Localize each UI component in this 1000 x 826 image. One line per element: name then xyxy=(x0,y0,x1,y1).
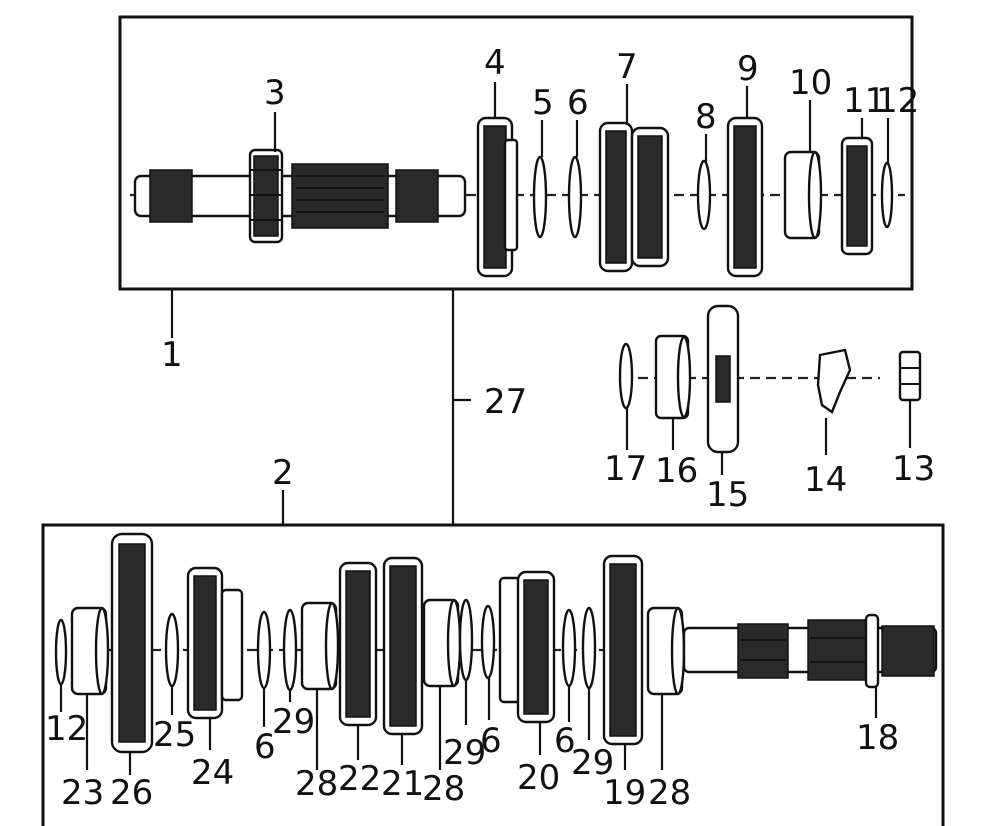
bushing-28-b xyxy=(422,598,462,688)
label-3: 3 xyxy=(264,73,286,113)
label-6-bottom-c: 6 xyxy=(554,721,576,761)
nut-13 xyxy=(898,350,922,402)
washer-29-c xyxy=(581,606,597,690)
oil-seal-17 xyxy=(618,342,634,410)
mid-leader-lines xyxy=(625,400,912,475)
bottom-leader-lines xyxy=(59,678,878,775)
label-26: 26 xyxy=(110,773,153,813)
bottom-assembly-frame xyxy=(41,523,945,826)
label-19: 19 xyxy=(603,773,646,813)
washer-6-bottom-c xyxy=(561,608,577,688)
gear-22 xyxy=(338,561,378,727)
label-23: 23 xyxy=(61,773,104,813)
gear-11 xyxy=(840,136,874,256)
gear-26 xyxy=(110,532,154,754)
gear-9 xyxy=(726,116,764,278)
bushing-16 xyxy=(654,334,692,420)
label-17: 17 xyxy=(604,449,647,489)
washer-12-bottom xyxy=(54,618,68,686)
bushing-23 xyxy=(70,606,110,696)
label-29-c: 29 xyxy=(571,743,614,783)
label-5: 5 xyxy=(532,83,554,123)
label-28-c: 28 xyxy=(648,773,691,813)
top-assembly-frame xyxy=(118,15,914,291)
label-11: 11 xyxy=(843,81,886,121)
label-28-b: 28 xyxy=(422,769,465,809)
mainshaft xyxy=(133,163,467,229)
gear-19 xyxy=(602,554,644,746)
label-29-b: 29 xyxy=(443,733,486,773)
label-21: 21 xyxy=(381,764,424,804)
label-9: 9 xyxy=(737,49,759,89)
label-10: 10 xyxy=(789,63,832,103)
label-25: 25 xyxy=(153,715,196,755)
label-7: 7 xyxy=(616,47,638,87)
sprocket-15 xyxy=(706,304,740,454)
label-16: 16 xyxy=(655,451,698,491)
label-8: 8 xyxy=(695,97,717,137)
label-28-a: 28 xyxy=(295,764,338,804)
gear-3 xyxy=(248,148,284,244)
label-22: 22 xyxy=(338,759,381,799)
label-2: 2 xyxy=(272,453,294,493)
label-24: 24 xyxy=(191,753,234,793)
washer-6-top xyxy=(567,155,583,239)
washer-5 xyxy=(532,155,548,239)
label-29-a: 29 xyxy=(272,702,315,742)
bushing-10 xyxy=(783,150,823,240)
gear-7 xyxy=(598,121,670,273)
label-6-top: 6 xyxy=(567,83,589,123)
label-14: 14 xyxy=(804,460,847,500)
lock-plate-14 xyxy=(816,348,852,414)
washer-6-bottom-b xyxy=(480,604,496,680)
label-13: 13 xyxy=(892,449,935,489)
ring-8 xyxy=(696,159,712,231)
bushing-28-a xyxy=(300,601,340,691)
washer-25 xyxy=(164,612,180,688)
label-6-bottom-a: 6 xyxy=(254,727,276,767)
top-leader-lines xyxy=(170,82,890,338)
label-1: 1 xyxy=(161,335,183,375)
washer-29-a xyxy=(282,608,298,692)
washer-12-top xyxy=(880,161,894,229)
label-15: 15 xyxy=(706,475,749,515)
label-12-top: 12 xyxy=(876,81,919,121)
label-4: 4 xyxy=(484,43,506,83)
label-12-bottom: 12 xyxy=(45,709,88,749)
bushing-28-c xyxy=(646,606,686,696)
gear-24 xyxy=(186,566,244,720)
countershaft-18 xyxy=(682,613,938,689)
part-number-labels: 1 3 4 5 6 7 8 9 10 11 12 27 2 17 16 15 1… xyxy=(45,43,935,813)
gear-21 xyxy=(382,556,424,736)
washer-6-bottom-a xyxy=(256,610,272,690)
label-18: 18 xyxy=(856,718,899,758)
label-27: 27 xyxy=(484,382,527,422)
gear-4 xyxy=(476,116,519,278)
label-20: 20 xyxy=(517,758,560,798)
washer-29-b xyxy=(458,598,474,682)
label-6-bottom-b: 6 xyxy=(480,721,502,761)
gear-20 xyxy=(498,570,556,724)
